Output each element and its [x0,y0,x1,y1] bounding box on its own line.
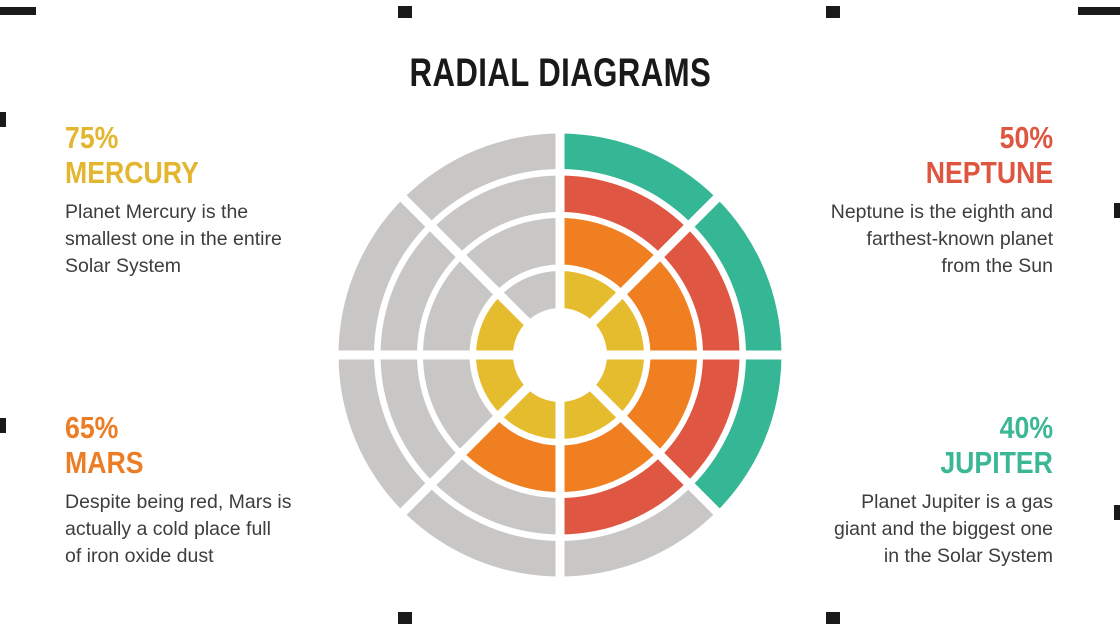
mars-info-block: 65% MARS Despite being red, Mars is actu… [65,410,335,570]
edge-mark [398,6,412,18]
page-title-text: RADIAL DIAGRAMS [409,51,711,95]
mercury-percent-text: 75% [65,120,119,155]
ring-2-sector-6-empty [423,258,497,355]
ring-4-sector-5-empty [338,355,429,512]
jupiter-percent-text: 40% [999,410,1053,445]
edge-mark [1078,7,1120,15]
ring-3-sector-2-neptune [661,355,740,482]
ring-2-sector-0-mars [560,218,657,292]
neptune-name-text: NEPTUNE [925,154,1053,190]
ring-3-sector-5-empty [380,355,459,482]
neptune-percent: 50% [783,120,1053,156]
jupiter-percent: 40% [783,410,1053,446]
neptune-name: NEPTUNE [783,154,1053,191]
ring-2-sector-1-mars [623,258,697,355]
neptune-percent-text: 50% [999,120,1053,155]
ring-2-sector-7-empty [463,218,560,292]
ring-4-sector-6-empty [338,198,429,355]
mercury-percent: 75% [65,120,335,156]
page-title: RADIAL DIAGRAMS [0,53,1120,93]
mars-percent: 65% [65,410,335,446]
edge-mark [0,112,6,127]
mercury-info-block: 75% MERCURY Planet Mercury is the smalle… [65,120,335,280]
jupiter-name: JUPITER [783,444,1053,481]
jupiter-description: Planet Jupiter is a gas giant and the bi… [833,491,1053,568]
edge-mark [398,612,412,624]
edge-mark [0,418,6,433]
edge-mark [1114,505,1120,520]
ring-4-sector-0-jupiter [560,133,717,224]
mars-description: Despite being red, Mars is actually a co… [65,491,292,568]
neptune-info-block: 50% NEPTUNE Neptune is the eighth and fa… [783,120,1053,280]
ring-3-sector-4-empty [433,456,560,535]
jupiter-info-block: 40% JUPITER Planet Jupiter is a gas gian… [783,410,1053,570]
mars-percent-text: 65% [65,410,119,445]
edge-mark [0,7,36,15]
mars-name-text: MARS [65,444,144,480]
ring-4-sector-7-empty [403,133,560,224]
ring-3-sector-7-empty [433,175,560,254]
ring-4-sector-3-empty [560,486,717,577]
mars-name: MARS [65,444,335,481]
radial-rings-chart [334,129,786,581]
edge-mark [826,612,840,624]
edge-mark [826,6,840,18]
ring-2-sector-2-mars [623,355,697,452]
ring-2-sector-3-mars [560,418,657,492]
mercury-description: Planet Mercury is the smallest one in th… [65,201,282,278]
sector-divider-line [397,192,723,518]
ring-4-sector-4-empty [403,486,560,577]
ring-2-sector-4-mars [463,418,560,492]
ring-3-sector-3-neptune [560,456,687,535]
ring-4-sector-1-jupiter [691,198,782,355]
mercury-name: MERCURY [65,154,335,191]
jupiter-name-text: JUPITER [940,444,1053,480]
ring-3-sector-6-empty [380,228,459,355]
ring-3-sector-0-neptune [560,175,687,254]
ring-3-sector-1-neptune [661,228,740,355]
ring-2-sector-5-empty [423,355,497,452]
mercury-name-text: MERCURY [65,154,199,190]
neptune-description: Neptune is the eighth and farthest-known… [830,201,1053,278]
ring-4-sector-2-jupiter [691,355,782,512]
edge-mark [1114,203,1120,218]
